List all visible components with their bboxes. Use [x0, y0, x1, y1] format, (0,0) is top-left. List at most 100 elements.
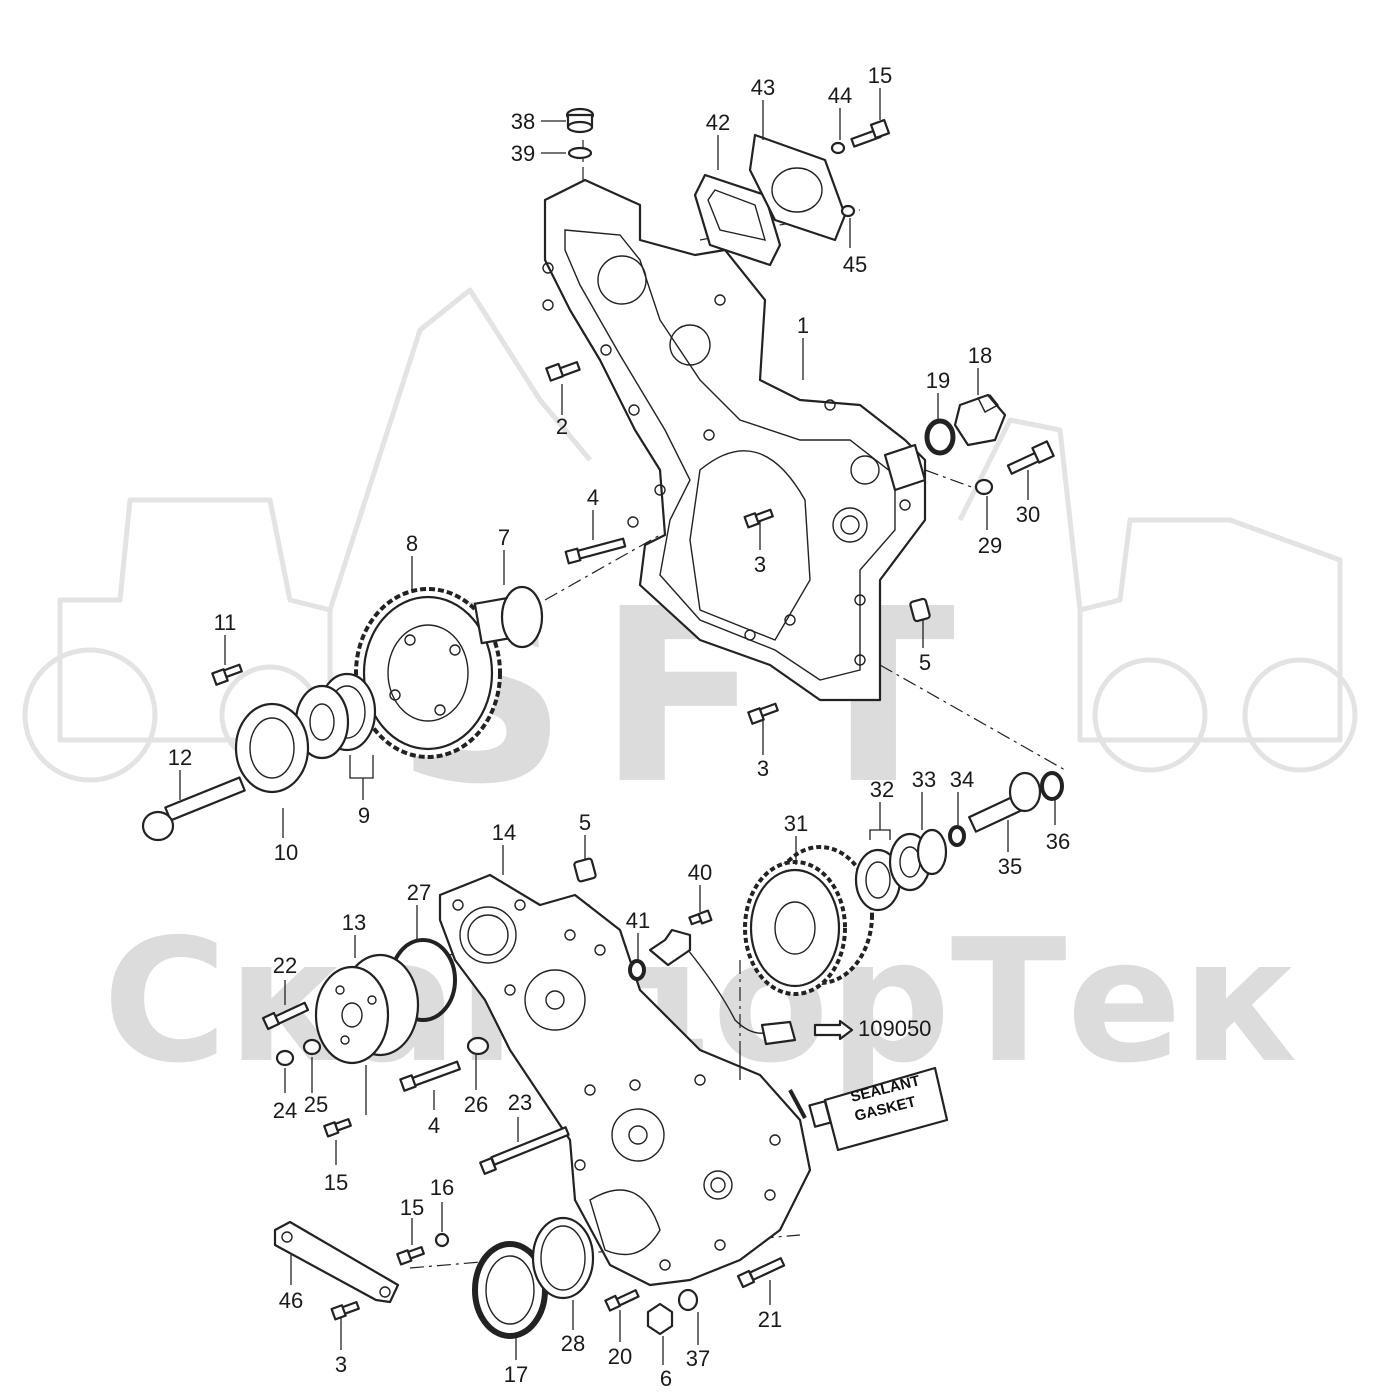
callout-40: 40 [688, 860, 712, 885]
callout-3-mid: 3 [754, 552, 766, 577]
callout-11: 11 [214, 610, 237, 635]
callout-labels: 38 39 42 43 44 15 45 1 18 19 2 30 29 4 3… [168, 63, 1070, 1391]
washer-45 [840, 204, 856, 218]
callout-18: 18 [968, 343, 992, 368]
callout-33: 33 [912, 767, 936, 792]
callout-16: 16 [430, 1175, 454, 1200]
ring-28 [531, 1216, 595, 1300]
callout-28: 28 [561, 1331, 585, 1356]
callout-22: 22 [273, 953, 297, 978]
callout-7: 7 [498, 525, 510, 550]
sensor-body [648, 928, 692, 967]
gear-31 [743, 845, 874, 996]
callout-24: 24 [273, 1098, 297, 1123]
callout-15-left: 15 [324, 1170, 348, 1195]
callout-45: 45 [843, 252, 867, 277]
top-parts [545, 107, 1055, 725]
washer-16 [434, 1232, 450, 1248]
plug-18 [953, 393, 1007, 447]
bolt-2 [545, 361, 581, 382]
gear-housing [542, 178, 927, 702]
washer-44 [830, 141, 846, 155]
bolt-3-bottom [330, 1301, 360, 1321]
bolt-15-top [850, 118, 891, 148]
callout-14: 14 [492, 820, 516, 845]
sensor-cable [687, 949, 766, 1034]
callout-19: 19 [926, 368, 950, 393]
callout-35: 35 [998, 854, 1022, 879]
bolt-20 [604, 1289, 640, 1312]
callout-39: 39 [511, 141, 535, 166]
bolt-15-bottom [396, 1246, 425, 1266]
right-gear-group [743, 771, 1064, 996]
o-ring-41 [628, 959, 646, 981]
pulley-13 [314, 953, 420, 1065]
callout-25: 25 [304, 1092, 328, 1117]
callout-21: 21 [758, 1307, 782, 1332]
lower-left-parts [261, 857, 786, 1339]
watermark-excavator-right [957, 417, 1358, 773]
bolt-4-lower [399, 1060, 461, 1092]
plug-38 [565, 107, 595, 134]
dowel-5-lower [573, 857, 597, 883]
housing-bolt-holes [542, 262, 911, 666]
idler-gear-group [141, 585, 544, 842]
front-cover [438, 873, 812, 1287]
callout-12: 12 [168, 745, 192, 770]
callout-46: 46 [279, 1288, 303, 1313]
bolt-11 [211, 663, 243, 686]
bearing-9 [294, 672, 377, 760]
shaft-35 [968, 771, 1042, 833]
callout-8: 8 [406, 531, 418, 556]
callout-38: 38 [511, 109, 535, 134]
bolt-23 [479, 1126, 570, 1175]
callout-10: 10 [274, 840, 298, 865]
bolt-40 [688, 909, 713, 926]
callout-2: 2 [556, 414, 568, 439]
bolt-30 [1006, 440, 1055, 475]
callout-36: 36 [1046, 829, 1070, 854]
bolt-3-mid [743, 508, 774, 529]
gear-8 [354, 587, 502, 759]
washer-39 [567, 146, 593, 160]
bolt-22 [261, 1001, 310, 1031]
bolt-4-upper [564, 537, 627, 565]
callout-41: 41 [626, 908, 650, 933]
bolt-3-lower [747, 702, 779, 725]
nut-6 [646, 1302, 674, 1336]
callout-32: 32 [870, 777, 894, 802]
dowel-5-upper [909, 597, 931, 623]
callout-29: 29 [978, 533, 1002, 558]
cover-bolt-holes [452, 899, 781, 1271]
hub-7 [473, 585, 544, 649]
callout-30: 30 [1016, 502, 1040, 527]
washer-37 [677, 1288, 699, 1312]
o-ring-36 [1040, 771, 1064, 801]
flange-10 [234, 702, 310, 794]
callout-4-lower: 4 [428, 1113, 440, 1138]
washer-25 [302, 1038, 322, 1056]
callout-27: 27 [407, 880, 431, 905]
reference-arrow-icon [813, 1019, 854, 1041]
washer-29 [974, 478, 994, 496]
strap-46 [273, 1220, 400, 1304]
callout-34: 34 [950, 767, 974, 792]
nut-24 [275, 1049, 295, 1067]
sensor-connector [760, 1020, 797, 1046]
callout-17: 17 [504, 1362, 528, 1387]
leader-lines [179, 88, 1056, 1365]
callout-109050: 109050 [858, 1016, 931, 1041]
speed-sensor-group [628, 909, 854, 1046]
callout-3-bottom: 3 [335, 1352, 347, 1377]
callout-37: 37 [686, 1346, 710, 1371]
callout-15-bottom: 15 [400, 1195, 424, 1220]
callout-1: 1 [797, 313, 809, 338]
callout-31: 31 [784, 811, 808, 836]
callout-26: 26 [464, 1092, 488, 1117]
callout-9: 9 [358, 803, 370, 828]
cover-plate-43 [748, 133, 847, 242]
callout-44: 44 [828, 83, 852, 108]
callout-15-top: 15 [868, 63, 892, 88]
bolt-21 [736, 1257, 786, 1289]
